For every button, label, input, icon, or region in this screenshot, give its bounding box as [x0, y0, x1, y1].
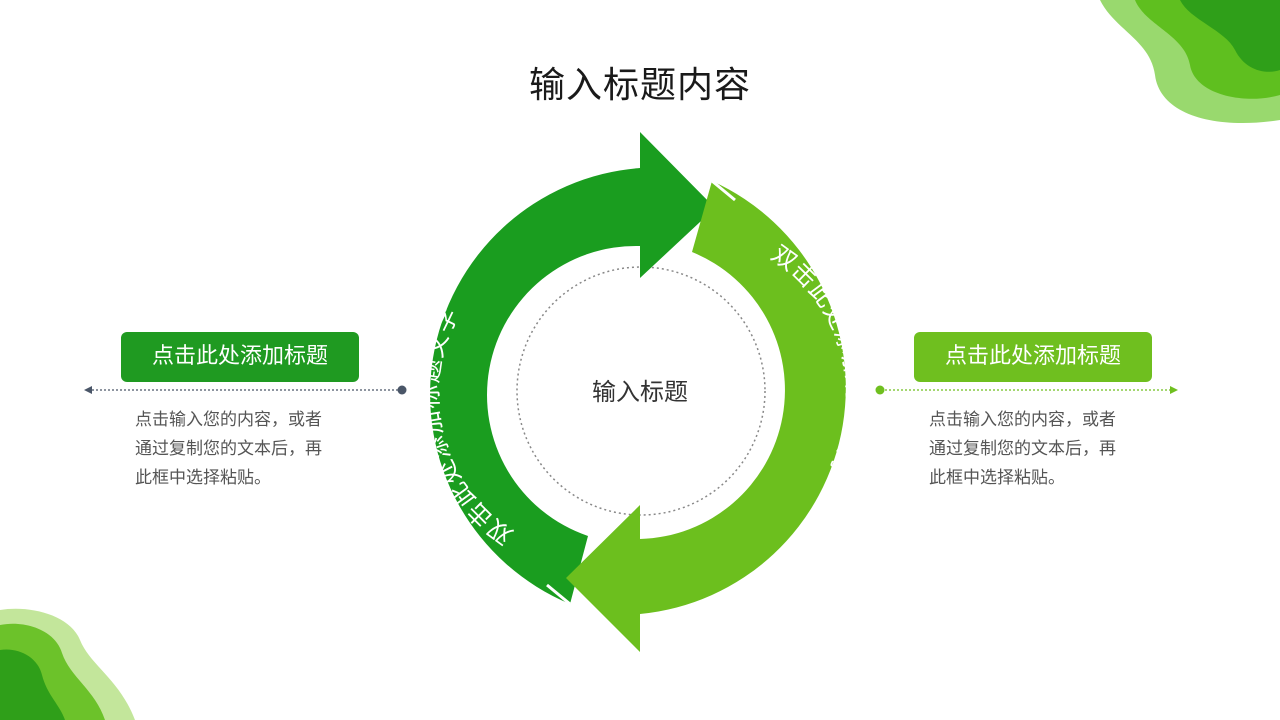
- left-description: 点击输入您的内容，或者 通过复制您的文本后，再 此框中选择粘贴。: [135, 406, 350, 493]
- right-cycle-arrow: [566, 181, 846, 652]
- inner-dotted-circle: [516, 266, 766, 516]
- right-description: 点击输入您的内容，或者 通过复制您的文本后，再 此框中选择粘贴。: [929, 406, 1144, 493]
- left-description-line: 此框中选择粘贴。: [135, 468, 271, 488]
- center-label: 输入标题: [592, 378, 688, 406]
- right-heading-tag[interactable]: 点击此处添加标题: [914, 332, 1152, 382]
- right-connector-line: [875, 385, 1178, 395]
- left-description-line: 通过复制您的文本后，再: [135, 439, 322, 459]
- right-description-line: 点击输入您的内容，或者: [929, 410, 1116, 430]
- left-heading-tag[interactable]: 点击此处添加标题: [121, 332, 359, 382]
- bottom-left-leaf-decoration: [0, 608, 135, 720]
- left-description-line: 点击输入您的内容，或者: [135, 410, 322, 430]
- left-cycle-arrow: [430, 132, 715, 604]
- left-connector-line: [84, 385, 407, 395]
- top-right-leaf-decoration: [1100, 0, 1280, 123]
- right-description-line: 通过复制您的文本后，再: [929, 439, 1116, 459]
- slide-title: 输入标题内容: [528, 65, 751, 106]
- right-description-line: 此框中选择粘贴。: [929, 468, 1065, 488]
